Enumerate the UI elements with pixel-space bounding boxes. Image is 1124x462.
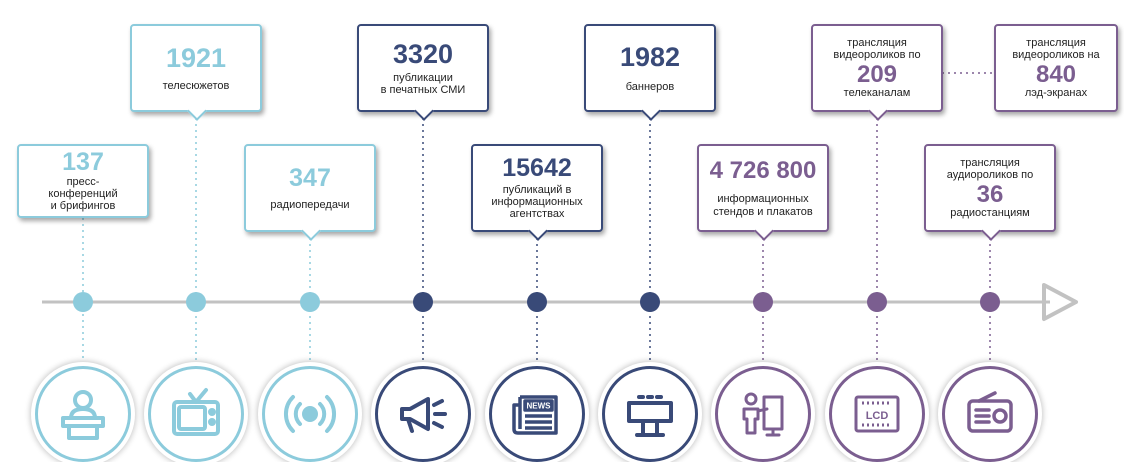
news-label: NEWS [527, 402, 552, 411]
icon-circle-tvvideo: LCD [829, 366, 925, 462]
callout-number: 3320 [392, 38, 454, 69]
icon-circle-print [375, 366, 471, 462]
icon-circle-press [35, 366, 131, 462]
callout-text: радиостанциям [950, 206, 1030, 219]
callout-text: пресс- конференций и брифингов [48, 175, 118, 213]
megaphone-icon [400, 397, 447, 433]
callout-tv: 1921 телесюжетов [130, 24, 262, 121]
callout-press: 137 пресс- конференций и брифингов [17, 144, 149, 218]
icon-circle-agencies: NEWS [489, 366, 585, 462]
dot-press [73, 292, 93, 312]
callout-number: 137 [62, 148, 104, 177]
callout-tvvideo: трансляция видеороликов по 209 телеканал… [811, 24, 943, 121]
callout-stands: 4 726 800 информационных стендов и плака… [697, 144, 829, 241]
callout-text: публикаций в информационных агентствах [491, 183, 583, 221]
callout-banners: 1982 баннеров [584, 24, 716, 121]
presenter-board-icon [742, 392, 784, 437]
icon-circle-tv [148, 366, 244, 462]
newspaper-icon: NEWS [512, 395, 558, 435]
callout-number: 1982 [619, 41, 681, 72]
icon-circle-stands [715, 366, 811, 462]
callout-number: 1921 [165, 42, 227, 73]
speaker-at-podium-icon [61, 390, 105, 440]
dot-print [413, 292, 433, 312]
callout-audio: трансляция аудиороликов по 36 радиостанц… [924, 144, 1056, 241]
callout-pretext: трансляция аудиороликов по [946, 156, 1034, 182]
callout-number: 840 [1035, 60, 1077, 88]
callout-text: информационных стендов и плакатов [713, 193, 813, 218]
dot-tv [186, 292, 206, 312]
dot-banners [640, 292, 660, 312]
billboard-icon [627, 395, 673, 437]
callout-agencies: 15642 публикаций в информационных агентс… [471, 144, 603, 241]
icon-circle-banners [602, 366, 698, 462]
timeline-arrow [1042, 283, 1078, 321]
icon-circle-radio [262, 366, 358, 462]
tv-icon [172, 388, 220, 436]
dot-stands [753, 292, 773, 312]
icon-circle-audio [942, 366, 1038, 462]
callout-number: 209 [856, 60, 898, 88]
callout-text: лэд-экранах [1024, 86, 1088, 99]
dot-audio [980, 292, 1000, 312]
lcd-icon: LCD [854, 395, 900, 433]
callout-text: баннеров [625, 81, 675, 94]
callout-print: 3320 публикации в печатных СМИ [357, 24, 489, 121]
callout-number: 15642 [502, 154, 572, 183]
lcd-label: LCD [866, 410, 889, 422]
callout-number: 347 [289, 163, 331, 192]
callout-text: радиопередачи [270, 198, 350, 211]
callout-text: телесюжетов [162, 80, 230, 93]
callout-number: 4 726 800 [709, 157, 817, 185]
callout-pretext: трансляция видеороликов по [833, 36, 921, 62]
radio-icon [967, 391, 1013, 433]
broadcast-icon [283, 395, 337, 433]
dot-tvvideo [867, 292, 887, 312]
dot-radio [300, 292, 320, 312]
callout-radio: 347 радиопередачи [244, 144, 376, 241]
callout-text: телеканалам [843, 86, 911, 99]
callout-text: публикации в печатных СМИ [380, 71, 466, 97]
callout-number: 36 [976, 180, 1004, 208]
dot-agencies [527, 292, 547, 312]
callout-pretext: трансляция видеороликов на [1012, 36, 1100, 62]
callout-led: трансляция видеороликов на 840 лэд-экран… [994, 24, 1118, 112]
